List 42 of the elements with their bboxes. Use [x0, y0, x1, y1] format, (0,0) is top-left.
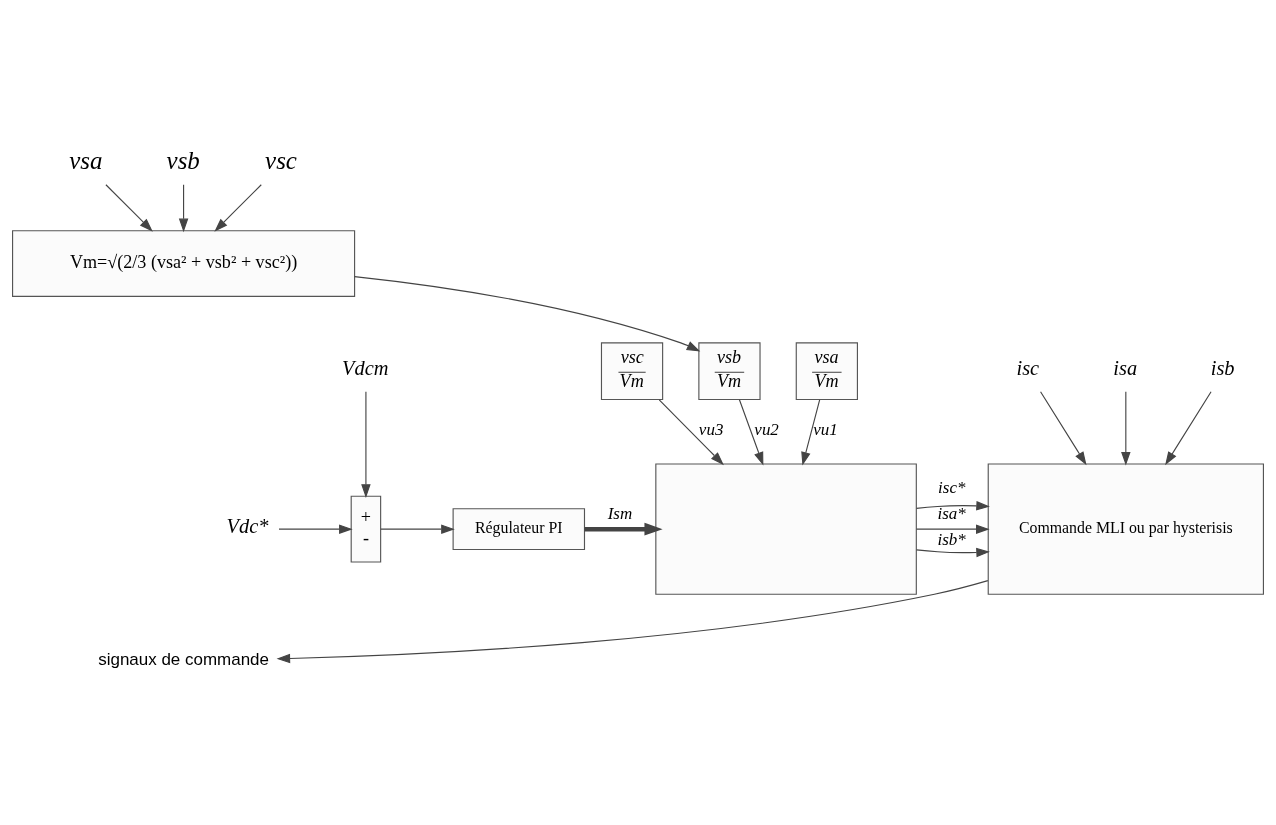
arrow	[361, 391, 371, 498]
node-text: vsa	[69, 147, 103, 175]
arrow	[278, 524, 353, 534]
node-box: vsc Vm	[600, 342, 664, 401]
edge-label: vu1	[813, 419, 838, 439]
node-box: vsa Vm	[795, 342, 858, 401]
arrow	[801, 399, 821, 466]
arrow	[584, 522, 663, 536]
arrow	[915, 524, 990, 534]
node-text: isb	[1210, 357, 1235, 380]
node-box	[655, 463, 917, 595]
node-text: isc	[1016, 357, 1040, 380]
edge-label: isc*	[938, 477, 966, 497]
node-box: Commande MLI ou par hysterisis	[987, 463, 1264, 595]
arrow	[915, 547, 990, 558]
arrow	[738, 399, 764, 466]
edge-label: isa*	[937, 503, 966, 523]
arrow	[658, 399, 724, 466]
node-text: Vdc*	[226, 515, 269, 537]
node-text: isa	[1113, 357, 1138, 380]
arrow	[276, 580, 989, 664]
node-text: vsb	[166, 147, 200, 175]
edge-label: vu3	[698, 419, 724, 439]
node-box: Vm=√(2/3 (vsa² + vsb² + vsc²))	[12, 230, 356, 297]
node-box: + -	[350, 495, 382, 563]
node-text: vsc	[265, 147, 297, 175]
arrow	[380, 524, 455, 534]
edge-label: isb*	[937, 530, 966, 549]
arrow	[1121, 391, 1131, 466]
node-box: Régulateur PI	[452, 508, 586, 551]
node-box: vsb Vm	[698, 342, 761, 401]
node-text: signaux de commande	[98, 650, 269, 670]
arrow	[915, 501, 990, 511]
arrow	[1165, 391, 1212, 466]
edge-label: Ism	[607, 503, 633, 523]
arrow	[354, 276, 701, 352]
arrow	[178, 184, 189, 233]
arrow	[105, 184, 153, 232]
arrow	[214, 184, 262, 232]
node-text: Vdcm	[342, 357, 389, 380]
arrow	[1040, 391, 1087, 466]
edge-label: vu2	[754, 419, 779, 439]
